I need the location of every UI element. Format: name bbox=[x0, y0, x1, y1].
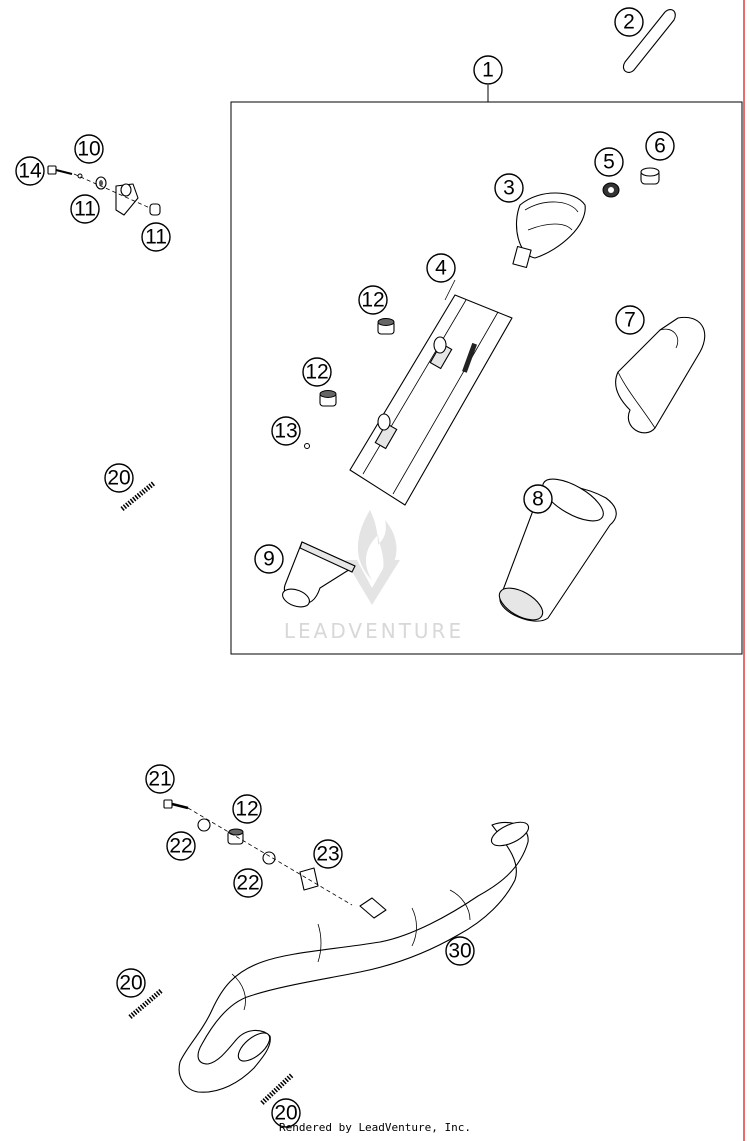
svg-text:7: 7 bbox=[624, 309, 636, 332]
svg-text:1: 1 bbox=[482, 59, 494, 82]
callout-22-lower: 22 bbox=[233, 868, 263, 898]
callout-20-lower-left: 20 bbox=[116, 968, 146, 998]
callout-14: 14 bbox=[15, 156, 45, 186]
callout-11-right: 11 bbox=[141, 222, 171, 252]
svg-text:13: 13 bbox=[274, 420, 297, 443]
callout-4: 4 bbox=[426, 253, 456, 283]
svg-text:14: 14 bbox=[18, 160, 42, 183]
svg-text:8: 8 bbox=[532, 488, 544, 511]
callout-21: 21 bbox=[145, 764, 175, 794]
svg-text:2: 2 bbox=[623, 11, 635, 34]
part-9-inlet-funnel bbox=[282, 541, 356, 608]
part-11-grommet-left bbox=[95, 176, 107, 190]
watermark: LEADVENTURE bbox=[284, 510, 464, 643]
part-2-sticker bbox=[622, 9, 676, 73]
part-22-washer-lower bbox=[262, 851, 276, 865]
svg-text:22: 22 bbox=[236, 872, 259, 895]
svg-text:4: 4 bbox=[435, 257, 447, 280]
part-30-header-pipe bbox=[178, 821, 530, 1093]
part-21-bolt bbox=[163, 799, 189, 810]
svg-text:11: 11 bbox=[145, 226, 167, 249]
part-11-grommet-right bbox=[149, 203, 161, 216]
callout-7: 7 bbox=[615, 305, 645, 335]
callout-13: 13 bbox=[271, 416, 301, 446]
callout-8: 8 bbox=[523, 484, 553, 514]
watermark-text: LEADVENTURE bbox=[284, 619, 464, 643]
svg-text:21: 21 bbox=[148, 768, 171, 791]
part-23-clip bbox=[299, 867, 319, 891]
callout-22-upper: 22 bbox=[166, 831, 196, 861]
callout-11-left: 11 bbox=[70, 194, 100, 224]
svg-text:12: 12 bbox=[305, 361, 328, 384]
part-5-washer bbox=[602, 182, 620, 198]
callout-3: 3 bbox=[494, 173, 524, 203]
callout-12-lower: 12 bbox=[232, 794, 262, 824]
callout-12-middle: 12 bbox=[302, 357, 332, 387]
svg-text:5: 5 bbox=[603, 151, 615, 174]
part-3-end-cap bbox=[512, 192, 586, 269]
part-20-spring-lower-right bbox=[260, 1073, 294, 1105]
svg-text:9: 9 bbox=[263, 548, 275, 571]
part-8-silencer-tube bbox=[498, 478, 617, 622]
svg-text:12: 12 bbox=[235, 798, 258, 821]
svg-text:23: 23 bbox=[316, 843, 339, 866]
svg-text:20: 20 bbox=[107, 467, 130, 490]
svg-text:10: 10 bbox=[77, 138, 100, 161]
part-14-bolt bbox=[47, 165, 73, 175]
callout-6: 6 bbox=[645, 131, 675, 161]
svg-text:20: 20 bbox=[119, 972, 142, 995]
footer-credit: Rendered by LeadVenture, Inc. bbox=[278, 1121, 472, 1134]
callout-2: 2 bbox=[614, 7, 644, 37]
part-12-grommet-upper bbox=[377, 318, 395, 335]
svg-text:3: 3 bbox=[503, 177, 515, 200]
part-4-muffler-housing bbox=[349, 279, 513, 506]
part-6-bushing bbox=[640, 167, 660, 185]
callout-5: 5 bbox=[594, 147, 624, 177]
callout-1: 1 bbox=[473, 55, 503, 85]
part-7-packing-sheet bbox=[615, 316, 706, 434]
bracket bbox=[115, 183, 139, 216]
part-20-spring-lower-left bbox=[128, 988, 164, 1019]
lower-hardware-axis-line bbox=[187, 807, 353, 906]
part-12-grommet-middle bbox=[319, 390, 337, 407]
callout-30: 30 bbox=[445, 936, 475, 966]
svg-text:6: 6 bbox=[654, 135, 666, 158]
callout-9: 9 bbox=[254, 544, 284, 574]
svg-text:12: 12 bbox=[361, 289, 384, 312]
part-13-nut bbox=[304, 443, 310, 449]
callout-12-upper: 12 bbox=[358, 285, 388, 315]
silencer-assembly-box bbox=[230, 101, 743, 655]
svg-text:11: 11 bbox=[74, 198, 96, 221]
part-12-grommet-lower bbox=[227, 828, 244, 845]
callout-23: 23 bbox=[313, 839, 343, 869]
svg-text:20: 20 bbox=[274, 1102, 297, 1125]
callout-20-upper: 20 bbox=[104, 463, 134, 493]
svg-text:30: 30 bbox=[448, 940, 471, 963]
part-20-spring-upper bbox=[120, 481, 156, 511]
callout-10: 10 bbox=[74, 134, 104, 164]
part-22-washer-upper bbox=[197, 818, 211, 832]
svg-text:22: 22 bbox=[169, 835, 192, 858]
callout-20-lower-right: 20 bbox=[271, 1098, 301, 1128]
